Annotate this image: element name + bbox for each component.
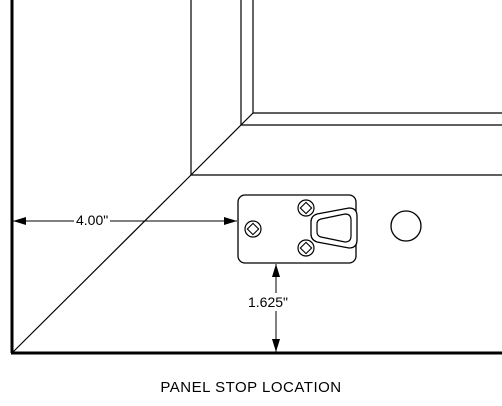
corner-miter-line [12,174,192,353]
latch-tab-icon [310,207,358,249]
horizontal-dimension [13,217,237,225]
frame-miter-line-1 [190,124,242,176]
frame-miter-line-2 [240,112,254,126]
lower-screw-icon [297,239,315,257]
frame-profile-outer [190,0,502,176]
frame-profile-inner-2 [252,0,502,114]
drawing-caption: PANEL STOP LOCATION [160,379,342,396]
horizontal-dimension-label: 4.00" [74,212,111,228]
left-screw-icon [244,220,262,238]
mounting-hole-circle [390,210,422,242]
frame-profile-inner-1 [240,0,502,126]
upper-screw-icon [297,199,315,217]
vertical-dimension-label: 1.625" [246,293,291,311]
